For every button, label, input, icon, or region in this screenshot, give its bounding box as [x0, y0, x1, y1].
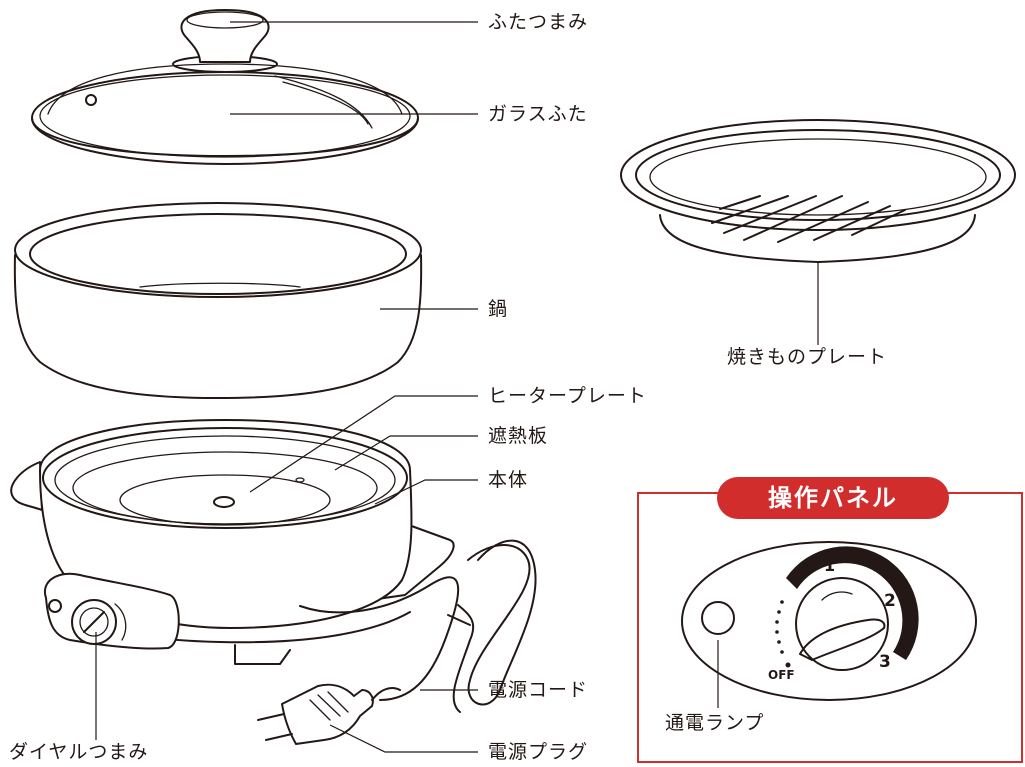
- leader-lines: [95, 21, 819, 753]
- power-cord: [299, 539, 537, 713]
- dial-mark-3: 3: [879, 652, 892, 672]
- label-heater-plate: ヒータープレート: [488, 385, 647, 407]
- label-lid-knob: ふたつまみ: [488, 11, 589, 33]
- label-power-plug: 電源プラグ: [488, 741, 589, 763]
- base-unit: [10, 419, 455, 665]
- label-power-lamp: 通電ランプ: [665, 712, 765, 734]
- power-lamp-icon: [701, 601, 735, 635]
- operation-panel-title: 操作パネル: [717, 477, 949, 519]
- power-plug: [257, 683, 401, 745]
- dial-mark-1: 1: [824, 556, 837, 575]
- label-power-cord: 電源コード: [488, 679, 589, 701]
- label-glass-lid: ガラスふた: [488, 103, 588, 125]
- dial-mark-off: OFF: [768, 668, 795, 682]
- pot: [13, 202, 423, 399]
- lid-knob: [172, 9, 278, 73]
- panel-dial-knob: [795, 577, 889, 671]
- label-heat-shield: 遮熱板: [488, 425, 549, 447]
- label-pot: 鍋: [488, 298, 509, 320]
- dial-mark-2: 2: [884, 591, 897, 611]
- operation-panel-detail: [681, 541, 977, 701]
- label-grill-plate: 焼きものプレート: [727, 346, 888, 368]
- label-main-body: 本体: [488, 469, 529, 491]
- off-range-dots: [775, 600, 784, 654]
- label-dial-knob: ダイヤルつまみ: [9, 741, 149, 763]
- grill-plate: [620, 119, 1016, 263]
